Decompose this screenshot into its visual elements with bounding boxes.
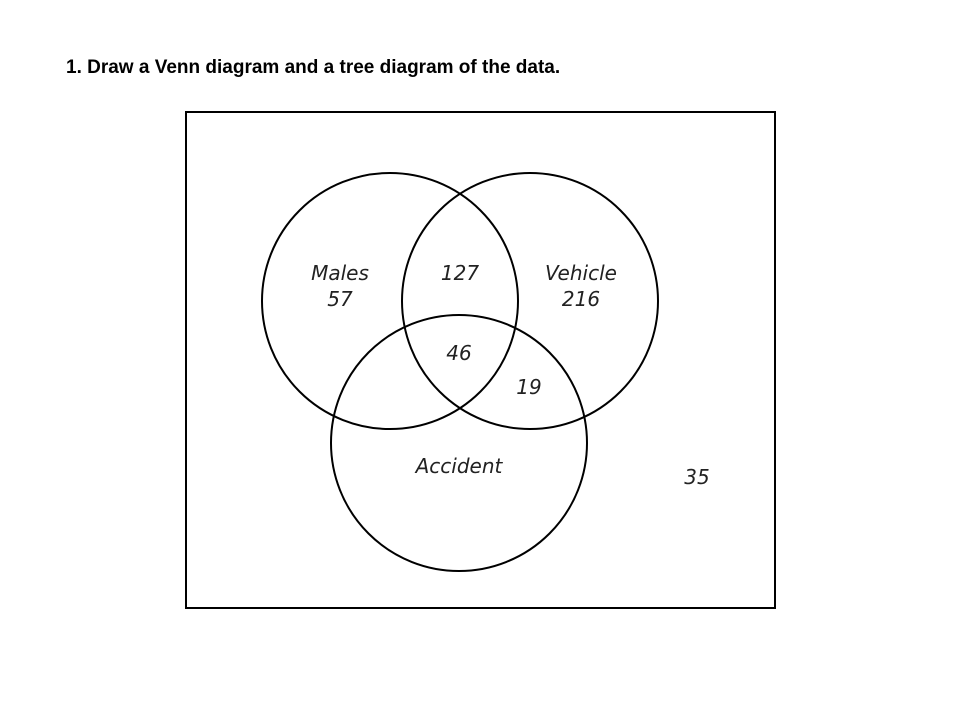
males-only-value: 57 bbox=[327, 287, 353, 311]
outside-value: 35 bbox=[684, 465, 709, 489]
all-three-value: 46 bbox=[446, 341, 471, 365]
universal-set-box bbox=[185, 111, 776, 609]
vehicle-label: Vehicle bbox=[545, 261, 617, 285]
question-title: 1. Draw a Venn diagram and a tree diagra… bbox=[66, 57, 561, 78]
vehicle-accident-value: 19 bbox=[516, 375, 541, 399]
males-label: Males bbox=[311, 261, 369, 285]
vehicle-only-value: 216 bbox=[562, 287, 600, 311]
vehicle-circle bbox=[401, 172, 659, 430]
males-vehicle-value: 127 bbox=[441, 261, 479, 285]
accident-label: Accident bbox=[414, 454, 504, 478]
accident-circle bbox=[330, 314, 588, 572]
males-circle bbox=[261, 172, 519, 430]
